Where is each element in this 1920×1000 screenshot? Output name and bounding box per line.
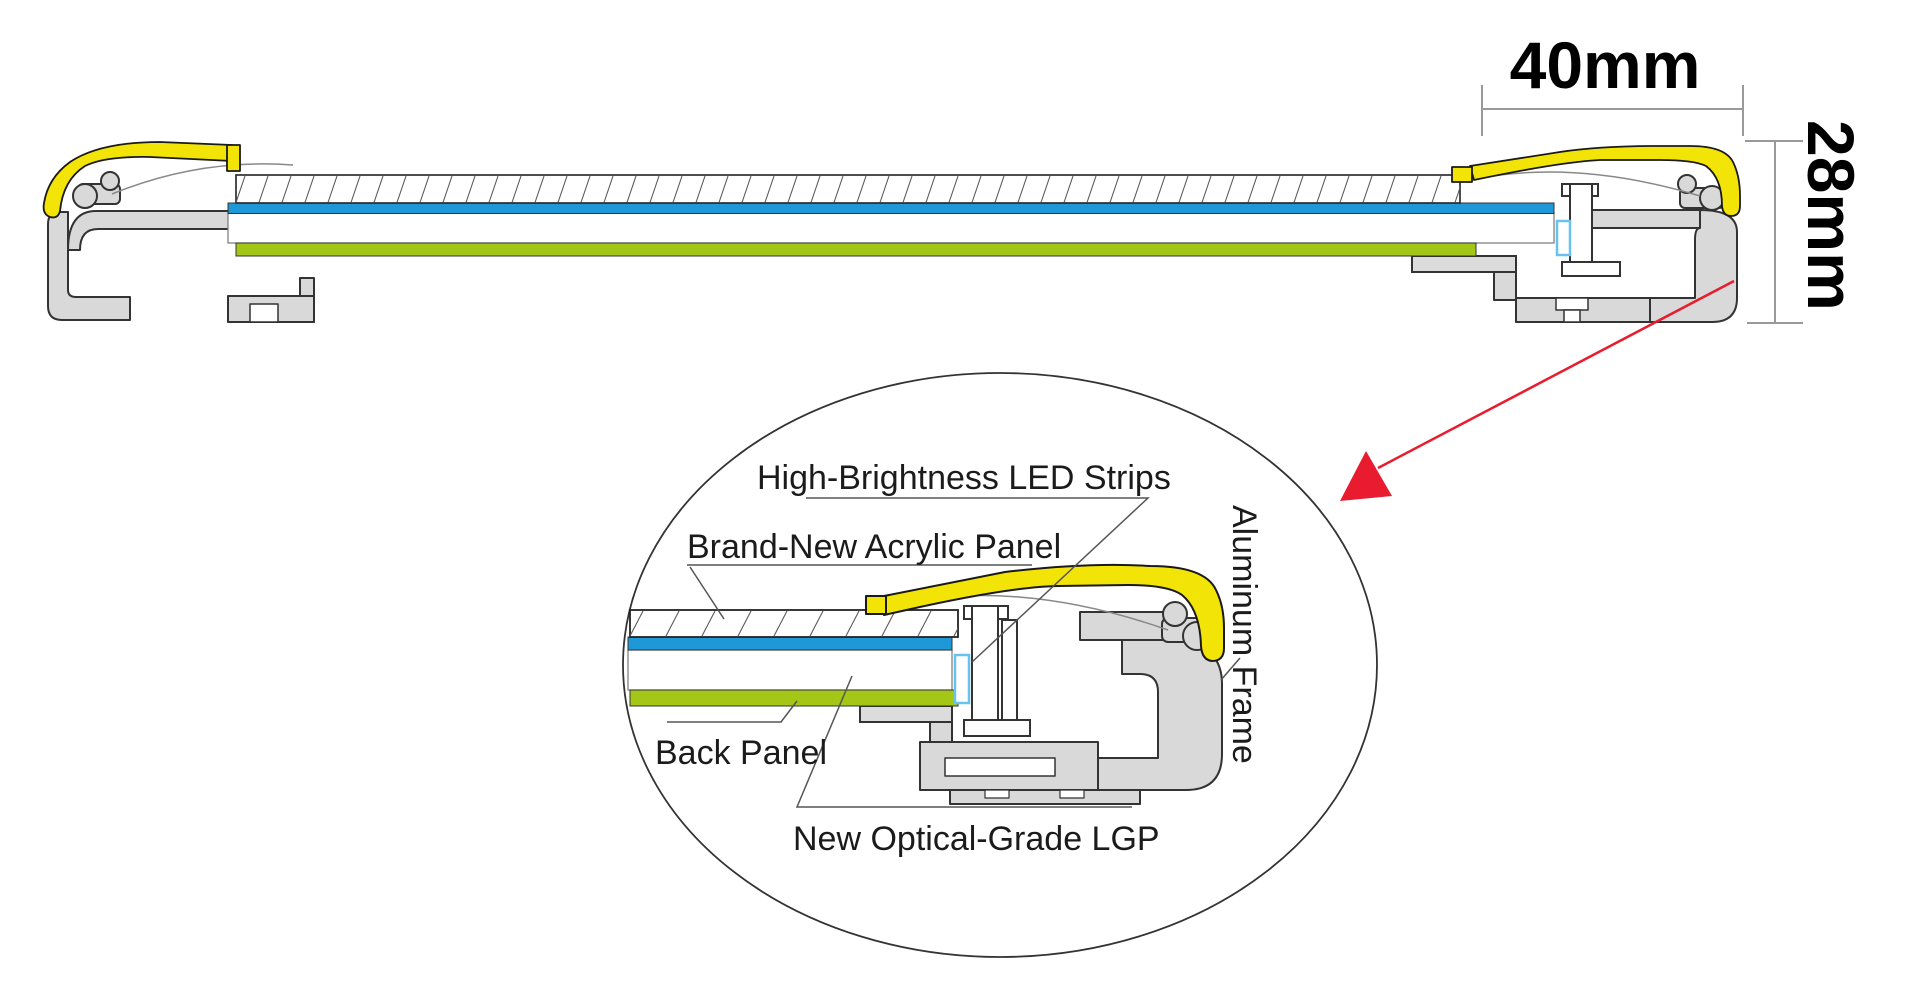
lgp-blue-film-main	[227, 202, 1555, 214]
led-holder-plate	[1569, 183, 1593, 273]
main-cross-section: 40mm 28mm	[42, 28, 1868, 324]
callout-led-strips: High-Brightness LED Strips	[757, 459, 1171, 497]
lgp-layer-main	[227, 212, 1555, 244]
led-holder-detail	[953, 605, 1031, 737]
detail-frame-bottom-bar	[949, 789, 1141, 805]
detail-frame-profile	[919, 601, 1223, 805]
led-strip-detail	[953, 653, 971, 705]
left-snap-tab	[226, 144, 241, 172]
dimension-width	[1481, 85, 1744, 136]
detail-led-holder-plate2	[1001, 619, 1018, 725]
back-sheet-main	[1411, 255, 1517, 273]
detail-snap-cover	[883, 563, 1225, 662]
led-holder-foot	[1561, 261, 1621, 277]
detail-snap-tab	[865, 595, 887, 615]
leader-back-panel	[667, 700, 798, 723]
led-strip-main	[1555, 219, 1572, 257]
detail-led-holder-plate	[971, 605, 999, 737]
left-frame-channel-slot	[249, 303, 279, 323]
leader-acrylic	[687, 564, 1032, 620]
detail-frame-channel-slot	[944, 757, 1056, 777]
detail-frame-wall	[1097, 639, 1223, 791]
detail-circle	[622, 372, 1378, 958]
back-sheet-detail	[859, 705, 953, 723]
lgp-layer-detail	[627, 649, 953, 691]
detail-led-holder-foot	[963, 719, 1031, 737]
callout-lgp: New Optical-Grade LGP	[793, 820, 1160, 858]
right-frame-step	[1493, 271, 1517, 301]
leader-led-strips	[806, 497, 1150, 663]
leader-lgp	[795, 675, 1132, 808]
callout-leaders	[667, 497, 1241, 808]
right-snap-cover	[1469, 145, 1741, 217]
acrylic-panel-detail	[629, 609, 959, 638]
callout-back-panel: Back Panel	[655, 734, 827, 772]
leader-aluminum-frame	[1220, 657, 1241, 681]
detail-frame-step	[929, 721, 953, 743]
dimension-height-label: 28mm	[1794, 120, 1868, 311]
led-holder-main	[1555, 183, 1621, 277]
detail-frame-bottom-slot2	[1059, 789, 1085, 799]
right-frame-channel-slot2	[1563, 309, 1581, 323]
detail-view: High-Brightness LED Strips Brand-New Acr…	[622, 372, 1378, 958]
back-green-panel-main	[235, 242, 1477, 257]
left-frame-clip-lobe-large	[72, 183, 98, 209]
acrylic-hatch-detail	[630, 610, 958, 637]
right-frame-arm	[1591, 209, 1703, 229]
right-frame-wall	[1649, 209, 1738, 323]
snap-covers-main	[42, 141, 1741, 219]
red-arrow-head	[1340, 451, 1392, 501]
panel-layers-main	[227, 174, 1555, 257]
right-snap-tab	[1451, 166, 1473, 183]
dimension-width-label: 40mm	[1510, 28, 1701, 102]
detail-frame-bottom-slot1	[984, 789, 1010, 799]
red-arrow-line	[1377, 279, 1735, 470]
callout-acrylic-panel: Brand-New Acrylic Panel	[687, 528, 1061, 566]
dimension-height	[1745, 140, 1803, 324]
snap-cover-detail	[865, 563, 1225, 662]
callout-aluminum-frame: Aluminum Frame	[1225, 505, 1263, 764]
acrylic-panel-main	[235, 174, 1461, 204]
right-frame-profile	[1493, 174, 1738, 323]
left-leaf-spring	[111, 163, 294, 195]
lgp-blue-film-detail	[627, 636, 953, 651]
detail-clip-lobe-small	[1162, 601, 1188, 627]
acrylic-hatch-main	[236, 175, 1460, 203]
left-snap-cover	[42, 141, 233, 219]
red-arrow	[1340, 279, 1735, 501]
right-frame-channel-slot	[1555, 297, 1589, 311]
left-frame-clip-lobe-small	[100, 171, 120, 191]
panel-layers-detail	[627, 609, 959, 707]
back-green-panel-detail	[629, 689, 959, 707]
